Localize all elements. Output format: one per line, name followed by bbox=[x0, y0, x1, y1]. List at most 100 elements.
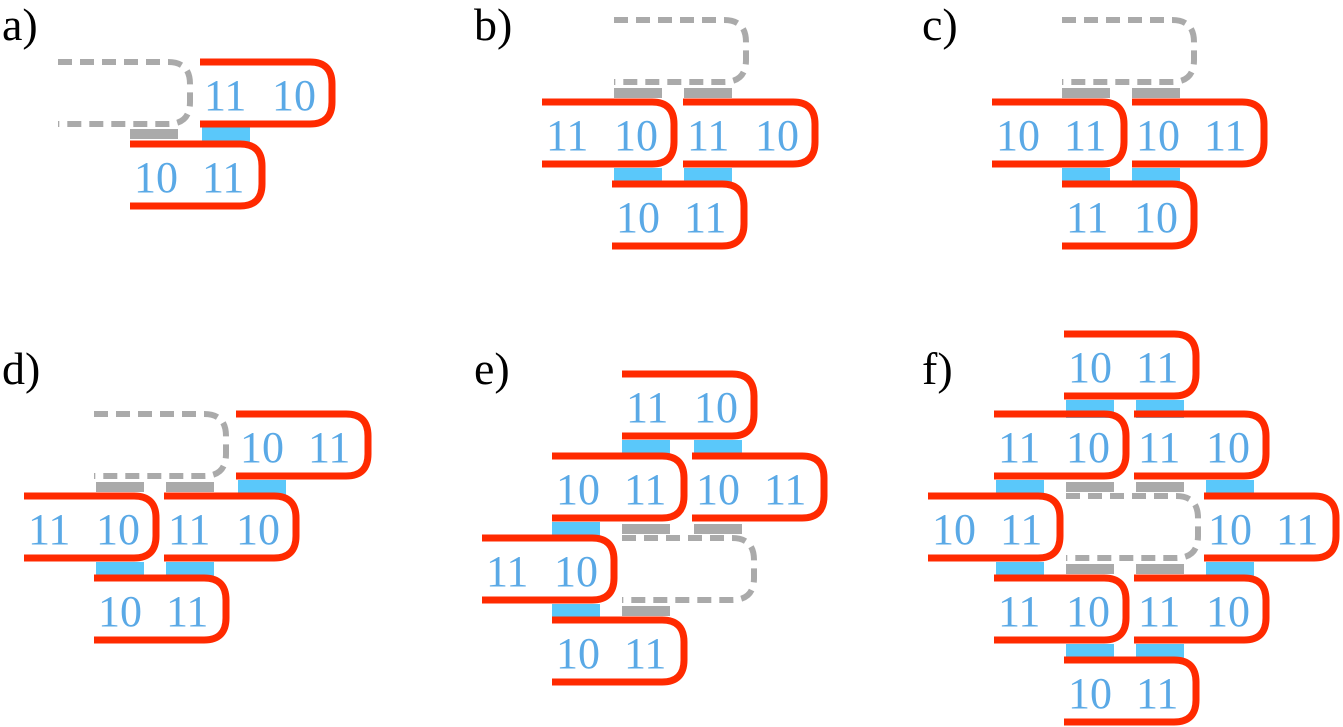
tile-right-value: 11 bbox=[624, 629, 666, 678]
inactive-bond bbox=[1136, 564, 1184, 574]
tile-left-value: 11 bbox=[1066, 193, 1108, 242]
inactive-bond bbox=[1062, 88, 1110, 98]
tile-left-value: 11 bbox=[168, 505, 210, 554]
tile-outline bbox=[1204, 492, 1340, 562]
inactive-bond bbox=[96, 482, 144, 492]
tile-outline bbox=[236, 410, 372, 480]
inactive-bond bbox=[622, 524, 670, 534]
tile-outline bbox=[130, 140, 266, 210]
tile-left-value: 10 bbox=[696, 465, 740, 514]
inactive-bond bbox=[130, 129, 178, 139]
panel-a: a) 11 10 10 11 bbox=[2, 0, 336, 210]
tile-left-value: 11 bbox=[204, 71, 246, 120]
tile-left-value: 11 bbox=[486, 547, 528, 596]
tile-outline bbox=[683, 98, 819, 168]
empty-tile-slot bbox=[58, 59, 193, 127]
tile-right-value: 10 bbox=[614, 111, 658, 160]
tile-outline bbox=[1132, 98, 1268, 168]
inactive-bond bbox=[614, 88, 662, 98]
tile-outline bbox=[542, 98, 678, 168]
tile-left-value: 11 bbox=[28, 505, 70, 554]
tile-right-value: 10 bbox=[272, 71, 316, 120]
tile-outline bbox=[928, 492, 1064, 562]
tile: 11 10 bbox=[683, 98, 819, 168]
inactive-bond bbox=[622, 606, 670, 616]
tile-right-value: 11 bbox=[202, 153, 244, 202]
tile-left-value: 11 bbox=[626, 383, 668, 432]
panel-label: c) bbox=[922, 0, 958, 50]
inactive-bond bbox=[1136, 482, 1184, 492]
tile: 11 10 bbox=[200, 58, 336, 128]
panel-label: a) bbox=[2, 0, 38, 50]
tile-left-value: 10 bbox=[1136, 111, 1180, 160]
tile: 10 11 bbox=[94, 574, 230, 644]
tile-left-value: 11 bbox=[1138, 423, 1180, 472]
tile-outline bbox=[1064, 330, 1200, 400]
tile-right-value: 11 bbox=[166, 587, 208, 636]
tile-outline bbox=[482, 534, 618, 604]
tile: 10 11 bbox=[612, 180, 748, 250]
tile-left-value: 10 bbox=[1208, 505, 1252, 554]
tile-right-value: 10 bbox=[694, 383, 738, 432]
tile-right-value: 10 bbox=[755, 111, 799, 160]
empty-tile-slot bbox=[1066, 493, 1201, 561]
tile-left-value: 11 bbox=[687, 111, 729, 160]
tile-right-value: 10 bbox=[96, 505, 140, 554]
tile-outline bbox=[622, 370, 758, 440]
panel-label: f) bbox=[922, 343, 953, 394]
tile-outline bbox=[612, 180, 748, 250]
tile-outline bbox=[1134, 410, 1270, 480]
tile-outline bbox=[692, 452, 828, 522]
tile-left-value: 10 bbox=[98, 587, 142, 636]
tile: 10 11 bbox=[928, 492, 1064, 562]
tile-right-value: 11 bbox=[1204, 111, 1246, 160]
inactive-bond bbox=[1066, 564, 1114, 574]
tile-left-value: 10 bbox=[556, 629, 600, 678]
tile: 10 11 bbox=[552, 616, 688, 686]
tile-left-value: 10 bbox=[240, 423, 284, 472]
tile: 11 10 bbox=[1134, 574, 1270, 644]
tile-right-value: 11 bbox=[1136, 669, 1178, 718]
inactive-bond bbox=[166, 482, 214, 492]
tile-left-value: 10 bbox=[616, 193, 660, 242]
tile: 10 11 bbox=[130, 140, 266, 210]
tile-outline bbox=[1062, 180, 1198, 250]
tile-right-value: 10 bbox=[236, 505, 280, 554]
tile-left-value: 10 bbox=[556, 465, 600, 514]
tile-left-value: 11 bbox=[998, 423, 1040, 472]
tile-outline bbox=[164, 492, 300, 562]
tile-right-value: 11 bbox=[624, 465, 666, 514]
panel-label: d) bbox=[2, 343, 40, 394]
tile-left-value: 10 bbox=[932, 505, 976, 554]
tile-right-value: 11 bbox=[684, 193, 726, 242]
tile-outline bbox=[24, 492, 160, 562]
empty-tile-slot bbox=[94, 411, 229, 479]
tile: 10 11 bbox=[1132, 98, 1268, 168]
tile-left-value: 10 bbox=[134, 153, 178, 202]
tile-outline bbox=[1134, 574, 1270, 644]
tile-left-value: 11 bbox=[1138, 587, 1180, 636]
tile-right-value: 11 bbox=[1276, 505, 1318, 554]
empty-tile-slot bbox=[614, 17, 749, 85]
tile-right-value: 10 bbox=[1206, 587, 1250, 636]
tile-outline bbox=[1064, 656, 1200, 726]
inactive-bond bbox=[1132, 88, 1180, 98]
tile-right-value: 11 bbox=[1000, 505, 1042, 554]
tile: 11 10 bbox=[164, 492, 300, 562]
inactive-bond bbox=[694, 524, 742, 534]
tile-outline bbox=[552, 616, 688, 686]
tile: 10 11 bbox=[1204, 492, 1340, 562]
tile: 11 10 bbox=[24, 492, 160, 562]
